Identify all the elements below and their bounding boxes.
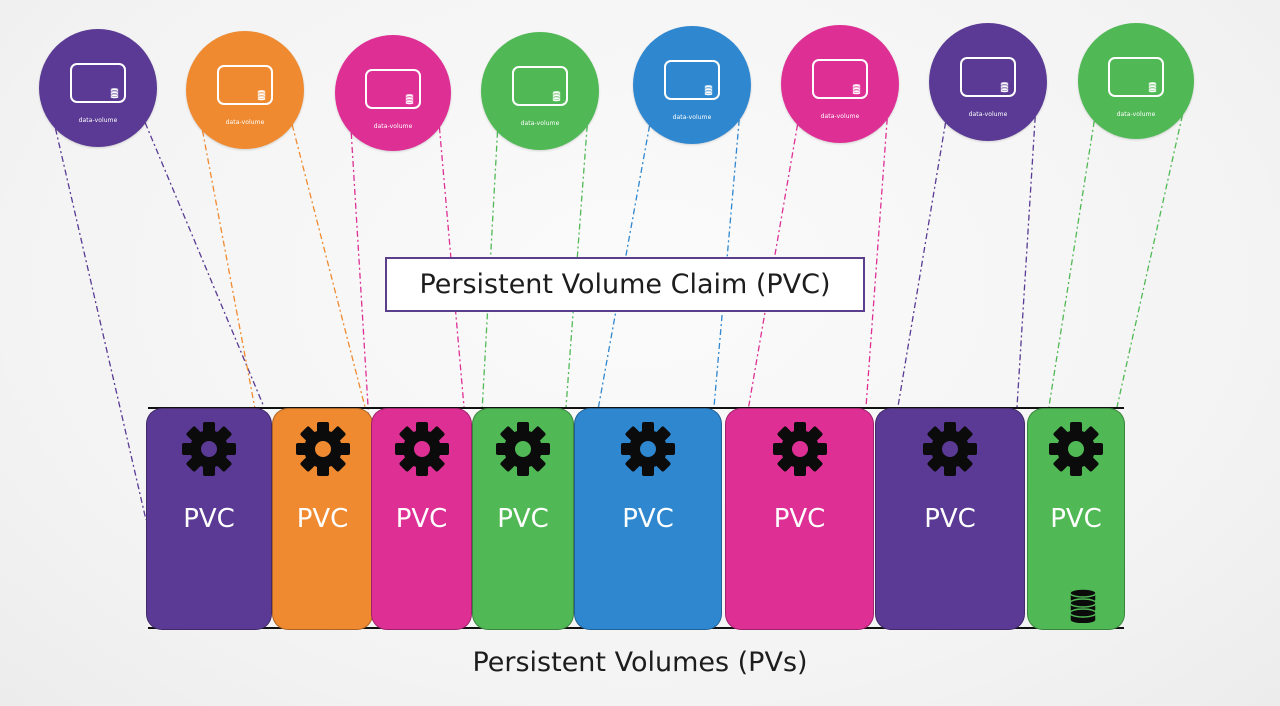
database-icon — [1068, 585, 1098, 625]
pvc-label: PVC — [497, 504, 549, 534]
database-icon — [405, 90, 414, 105]
pvc-label: PVC — [183, 504, 235, 534]
pod-icon — [1108, 57, 1164, 97]
pvc-block-3: PVC — [371, 408, 472, 630]
pod-volume-label: data-volume — [1116, 111, 1156, 118]
pvc-block-7: PVC — [875, 408, 1025, 630]
pod-icon — [365, 69, 421, 109]
database-icon — [704, 81, 713, 96]
pod-volume-label: data-volume — [78, 117, 118, 124]
pod-volume-5: data-volume — [633, 26, 751, 144]
gear-icon — [772, 421, 828, 477]
pod-icon — [812, 59, 868, 99]
database-icon — [110, 84, 119, 99]
connector-line — [291, 124, 366, 408]
pod-volume-label: data-volume — [520, 120, 560, 127]
pod-volume-8: data-volume — [1078, 23, 1194, 139]
pod-volume-label: data-volume — [373, 123, 413, 130]
pvc-block-8: PVC — [1027, 408, 1125, 630]
pvc-label: PVC — [924, 504, 976, 534]
connector-line — [1016, 116, 1036, 408]
pod-icon — [217, 65, 273, 105]
database-icon — [852, 80, 861, 95]
connector-line — [865, 118, 888, 408]
gear-icon — [295, 421, 351, 477]
pvc-block-5: PVC — [574, 408, 722, 630]
gear-icon — [620, 421, 676, 477]
pod-volume-2: data-volume — [186, 31, 304, 149]
pod-volume-label: data-volume — [968, 111, 1008, 118]
pod-volume-label: data-volume — [225, 119, 265, 126]
connector-line — [144, 122, 265, 408]
pod-icon — [512, 66, 568, 106]
gear-icon — [495, 421, 551, 477]
pod-volume-label: data-volume — [820, 113, 860, 120]
pvc-label: PVC — [773, 504, 826, 534]
pvc-label: PVC — [395, 504, 448, 534]
pod-volume-3: data-volume — [335, 35, 451, 151]
pvc-block-6: PVC — [725, 408, 874, 630]
pvc-label: PVC — [1050, 504, 1102, 534]
pod-volume-6: data-volume — [781, 25, 899, 143]
pod-volume-4: data-volume — [481, 32, 599, 150]
gear-icon — [394, 421, 450, 477]
pvc-block-4: PVC — [472, 408, 574, 630]
pvc-heading: Persistent Volume Claim (PVC) — [385, 257, 865, 312]
pvc-label: PVC — [622, 504, 674, 534]
pvc-block-2: PVC — [272, 408, 373, 630]
pvc-label: PVC — [296, 504, 349, 534]
gear-icon — [1048, 421, 1104, 477]
gear-icon — [922, 421, 978, 477]
pod-volume-label: data-volume — [672, 114, 712, 121]
pod-volume-7: data-volume — [929, 23, 1047, 141]
pv-caption: Persistent Volumes (PVs) — [472, 647, 808, 678]
pod-icon — [960, 57, 1016, 97]
database-icon — [257, 86, 266, 101]
connector-line — [54, 128, 147, 521]
pod-icon — [664, 60, 720, 100]
database-icon — [552, 87, 561, 102]
pod-icon — [70, 63, 126, 103]
database-icon — [1000, 78, 1009, 93]
connector-line — [1116, 115, 1184, 408]
gear-icon — [181, 421, 237, 477]
pvc-block-1: PVC — [146, 408, 272, 630]
pod-volume-1: data-volume — [39, 29, 157, 147]
database-icon — [1148, 78, 1157, 93]
